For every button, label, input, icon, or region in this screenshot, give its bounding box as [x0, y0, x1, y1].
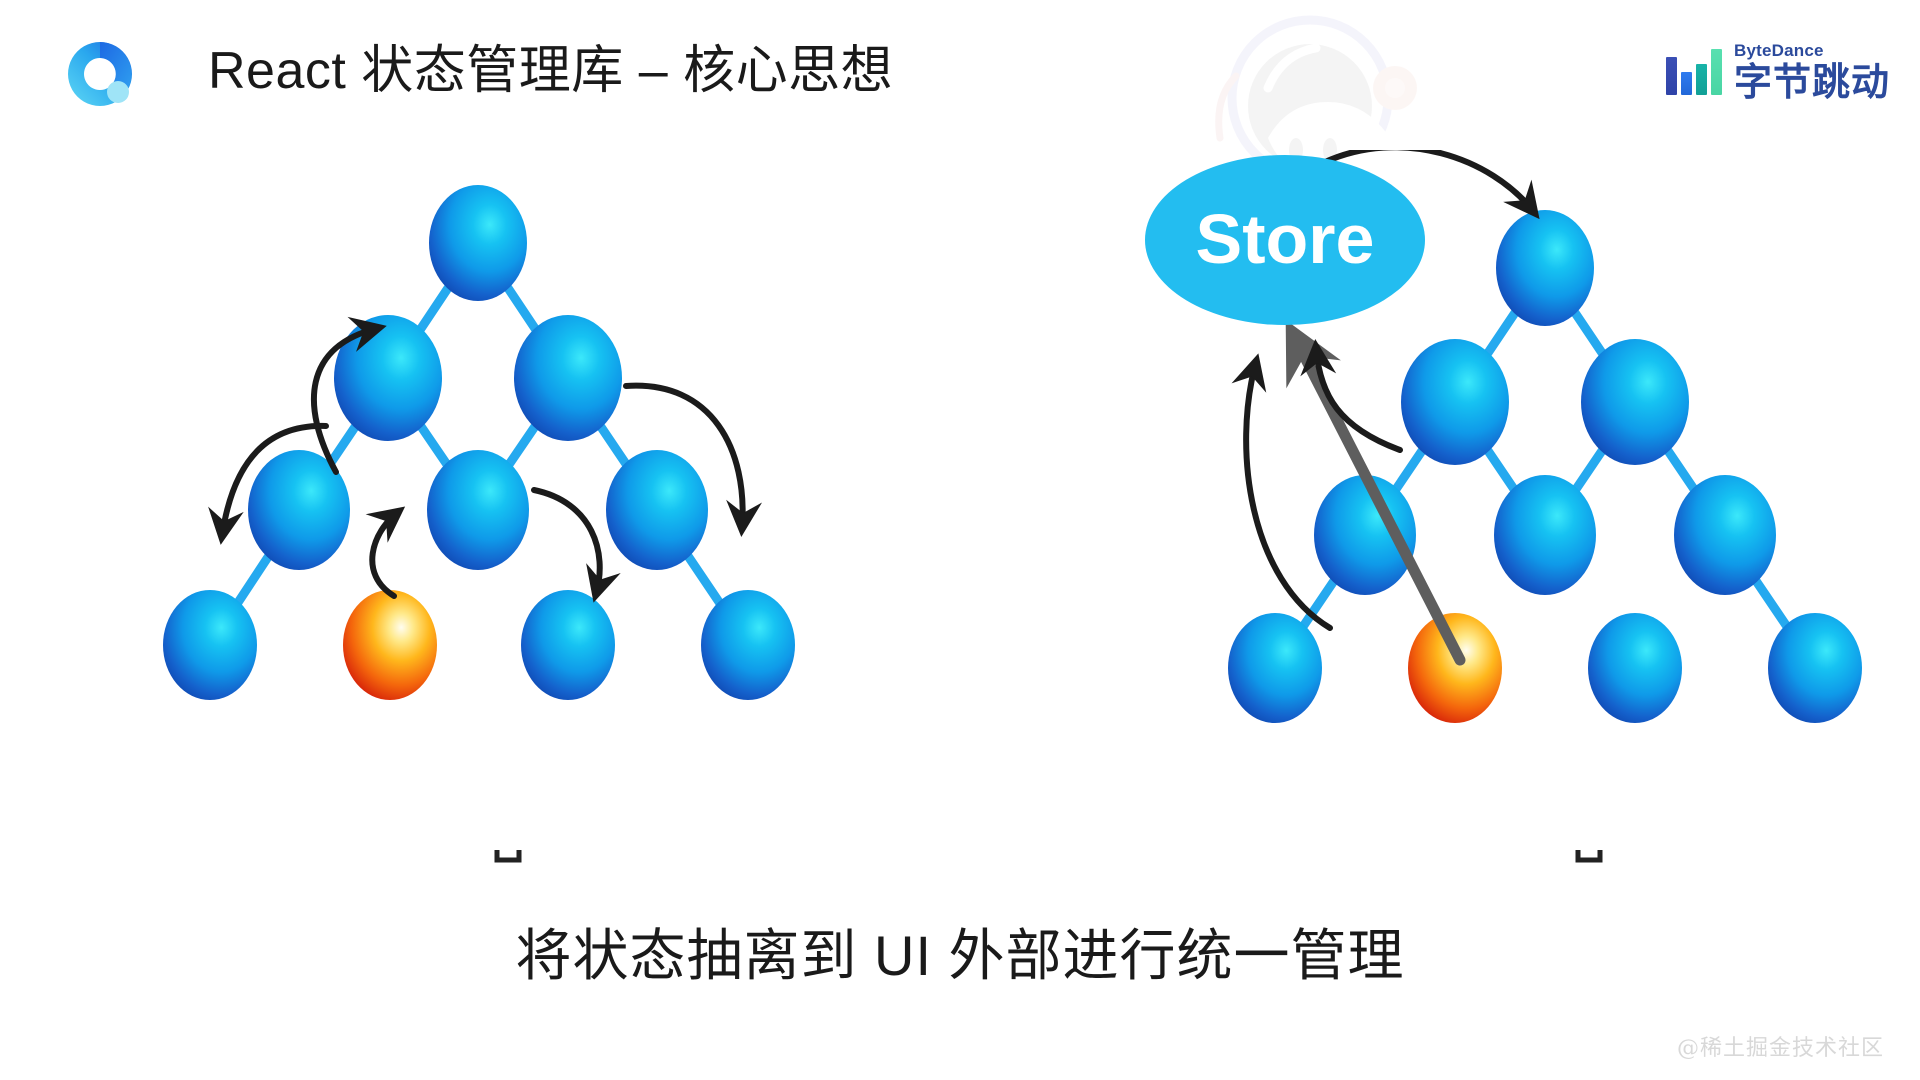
tree-nodes-right [1228, 210, 1862, 723]
store-flow-arrows [1231, 150, 1540, 631]
arrow-up-from-orange [365, 506, 406, 599]
tree-node [514, 315, 622, 441]
store-node[interactable]: Store [1145, 155, 1425, 325]
tree-node [1228, 613, 1322, 723]
tree-node [1674, 475, 1776, 595]
clipped-glyph-left [494, 850, 522, 863]
clipped-glyph-right [1575, 850, 1603, 863]
tree-node [427, 450, 529, 570]
tree-nodes-left [163, 185, 795, 700]
tree-node [1494, 475, 1596, 595]
store-bubble [1145, 155, 1425, 325]
arrow-down-right [623, 382, 763, 537]
tree-node-highlight [1408, 613, 1502, 723]
tree-node [1401, 339, 1509, 465]
tree-node [429, 185, 527, 301]
tree-node [163, 590, 257, 700]
bytedance-en-label: ByteDance [1733, 41, 1824, 60]
tree-node [606, 450, 708, 570]
component-tree-with-store: Store [1145, 150, 1862, 863]
tree-node [701, 590, 795, 700]
juejin-q-logo-icon [68, 42, 133, 106]
page-title: React 状态管理库 – 核心思想 [208, 42, 894, 100]
arrow-down-to-leaf [531, 487, 621, 603]
bytedance-logo: ByteDance 字节跳动 [1665, 36, 1890, 110]
tree-node [521, 590, 615, 700]
arrow-store-to-root [1322, 150, 1540, 220]
arrow-up-to-root [310, 316, 387, 475]
tree-node-highlight [343, 590, 437, 700]
arrow-down-left [208, 422, 329, 545]
arrow-node-to-store [1231, 353, 1333, 631]
store-label: Store [1196, 200, 1375, 278]
tree-flow-arrows-left [208, 316, 763, 603]
tree-node [1581, 339, 1689, 465]
bytedance-bars-icon [1665, 49, 1722, 95]
tree-node [1588, 613, 1682, 723]
tree-node [334, 315, 442, 441]
arrow-orange-to-store [1285, 319, 1466, 666]
arrow-subtree-to-store [1300, 339, 1403, 453]
tree-node [1768, 613, 1862, 723]
tree-links-left [205, 238, 753, 650]
slide-header: React 状态管理库 – 核心思想 ByteDance 字节跳动 [0, 0, 1920, 150]
tree-node [248, 450, 350, 570]
component-tree-without-store [163, 185, 795, 863]
tree-node [1496, 210, 1594, 326]
bytedance-cn-label: 字节跳动 [1733, 62, 1890, 104]
tree-node [1314, 475, 1416, 595]
slide-caption: 将状态抽离到 UI 外部进行统一管理 [515, 924, 1405, 987]
community-watermark: @稀土掘金技术社区 [1676, 1036, 1884, 1061]
diagram-canvas: Store [0, 150, 1920, 910]
